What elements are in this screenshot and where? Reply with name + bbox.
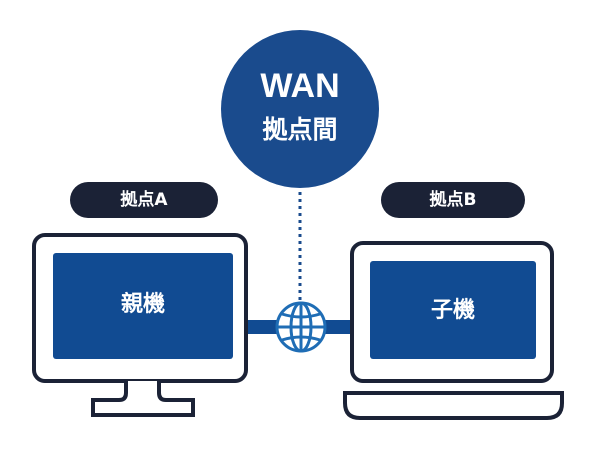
child-device-label: 子機: [430, 298, 475, 323]
site-a-pill: [70, 182, 218, 218]
wan-subtitle: 拠点間: [262, 115, 338, 144]
globe-icon: [275, 301, 327, 353]
laptop-icon: [343, 241, 564, 420]
wan-title: WAN: [260, 67, 340, 105]
site-b-label: 拠点B: [429, 190, 477, 210]
site-b-pill: [381, 182, 525, 218]
site-a-label: 拠点A: [120, 190, 168, 210]
desktop-monitor-icon: [32, 233, 248, 417]
wan-circle: [221, 30, 379, 188]
parent-device-label: 親機: [120, 292, 165, 317]
